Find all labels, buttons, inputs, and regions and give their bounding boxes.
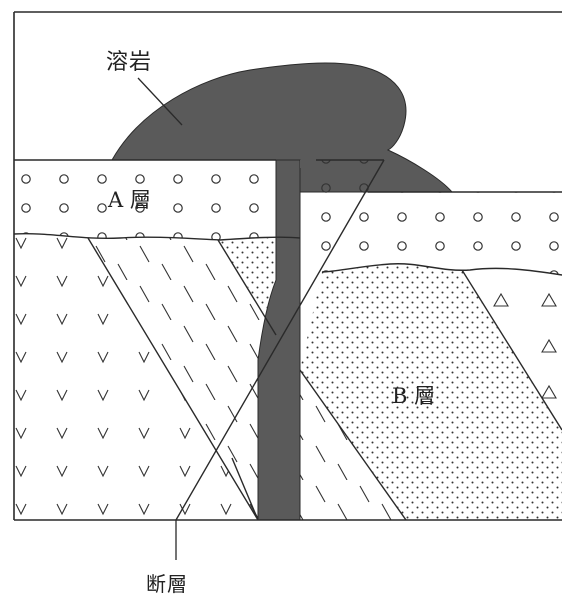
lava-dike (257, 159, 301, 520)
dashed-unit-left (88, 237, 300, 520)
fault-label: 断層 (146, 572, 188, 596)
layer-b-dotted (300, 263, 562, 520)
fault-plane (175, 159, 385, 520)
volcanic-unit-left (14, 233, 258, 520)
layer-a-label: A 層 (108, 188, 151, 212)
layer-a-right (300, 192, 562, 275)
layer-b-label: B 層 (392, 384, 436, 408)
lava-label: 溶岩 (106, 50, 153, 75)
lava-leader-line (137, 77, 183, 126)
layer-a-left (14, 160, 300, 240)
